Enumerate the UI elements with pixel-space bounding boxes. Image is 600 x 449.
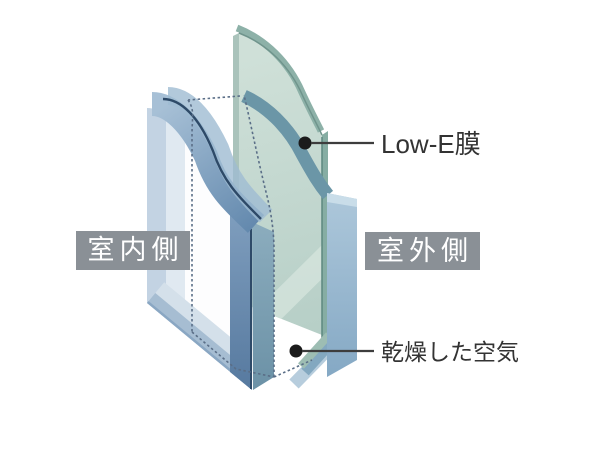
- indoor-pane-right-edge: [230, 210, 252, 390]
- leader-dot-low-e: [298, 136, 312, 150]
- spacer-strip: [252, 222, 274, 390]
- indoor-glass-pane: [147, 87, 274, 390]
- outdoor-side-label: 室外側: [365, 232, 480, 270]
- leader-low-e: [298, 136, 374, 150]
- outdoor-pane-top-edge: [327, 193, 357, 207]
- indoor-glass-cut-edge-back: [167, 87, 273, 223]
- indoor-glass-cut-line: [162, 97, 262, 220]
- leader-dry-air: [289, 344, 374, 358]
- film-top-edge-line: [238, 32, 323, 136]
- low-e-film-annotation: Low-E膜: [381, 129, 481, 159]
- indoor-side-label: 室内側: [76, 231, 190, 270]
- leader-dot-dry-air: [289, 344, 303, 358]
- dry-air-annotation: 乾燥した空気: [381, 339, 519, 365]
- indoor-glass-cut-edge: [150, 92, 265, 233]
- outdoor-glass-pane: [327, 193, 357, 377]
- outdoor-glass-cut-edge: [241, 90, 334, 200]
- air-gap-hidden-outline: [187, 94, 313, 378]
